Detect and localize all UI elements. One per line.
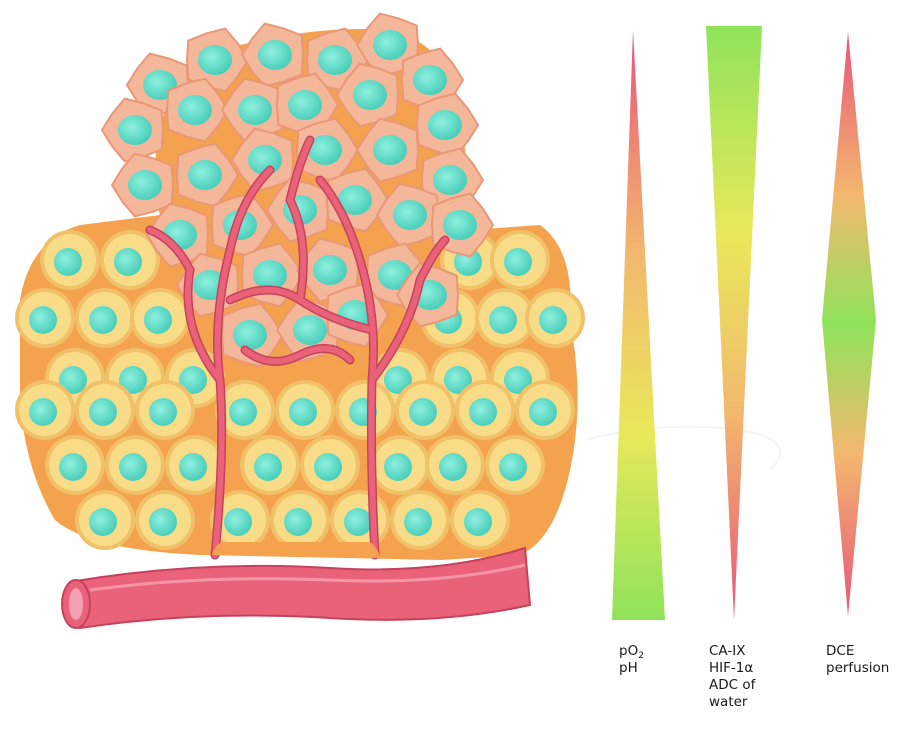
normal-cell (515, 380, 575, 440)
normal-cell (370, 435, 430, 495)
normal-cell (485, 435, 545, 495)
label-line: DCE (826, 643, 889, 660)
normal-cell (330, 490, 390, 550)
label-line: ADC of (709, 677, 755, 694)
normal-cell (525, 288, 585, 348)
indicator-bar-po2-ph (612, 30, 665, 620)
label-dce-perfusion: DCE perfusion (826, 643, 889, 677)
normal-cell (40, 230, 100, 290)
normal-cell (275, 380, 335, 440)
label-line: pH (619, 660, 644, 677)
normal-cell (75, 380, 135, 440)
normal-cell (130, 288, 190, 348)
normal-cell (135, 490, 195, 550)
normal-cell (240, 435, 300, 495)
label-caix-hif-adc: CA-IX HIF-1α ADC of water (709, 643, 755, 711)
watermark (585, 427, 780, 470)
normal-cell (390, 490, 450, 550)
normal-cell (15, 288, 75, 348)
normal-cell (45, 435, 105, 495)
normal-cell (75, 288, 135, 348)
normal-cell (490, 230, 550, 290)
normal-cell (75, 490, 135, 550)
label-line: water (709, 694, 755, 711)
normal-cell (300, 435, 360, 495)
label-line: CA-IX (709, 643, 755, 660)
normal-cell (15, 380, 75, 440)
label-po2-ph: pO2 pH (619, 643, 644, 677)
normal-cell (135, 380, 195, 440)
indicator-bar-caix-hif-adc (706, 26, 762, 620)
label-line: perfusion (826, 660, 889, 677)
indicator-bar-dce-perfusion (822, 32, 876, 616)
hypoxic-cell (102, 99, 163, 162)
hypoxic-cell (417, 94, 478, 157)
normal-cell (395, 380, 455, 440)
normal-cell (270, 490, 330, 550)
normal-cell (425, 435, 485, 495)
normal-cell (450, 490, 510, 550)
normal-cell (105, 435, 165, 495)
blood-vessel (62, 548, 530, 628)
normal-cell (335, 380, 395, 440)
hypoxic-cell (112, 154, 173, 217)
label-line: pO2 (619, 643, 644, 660)
normal-cell (455, 380, 515, 440)
label-line: HIF-1α (709, 660, 755, 677)
